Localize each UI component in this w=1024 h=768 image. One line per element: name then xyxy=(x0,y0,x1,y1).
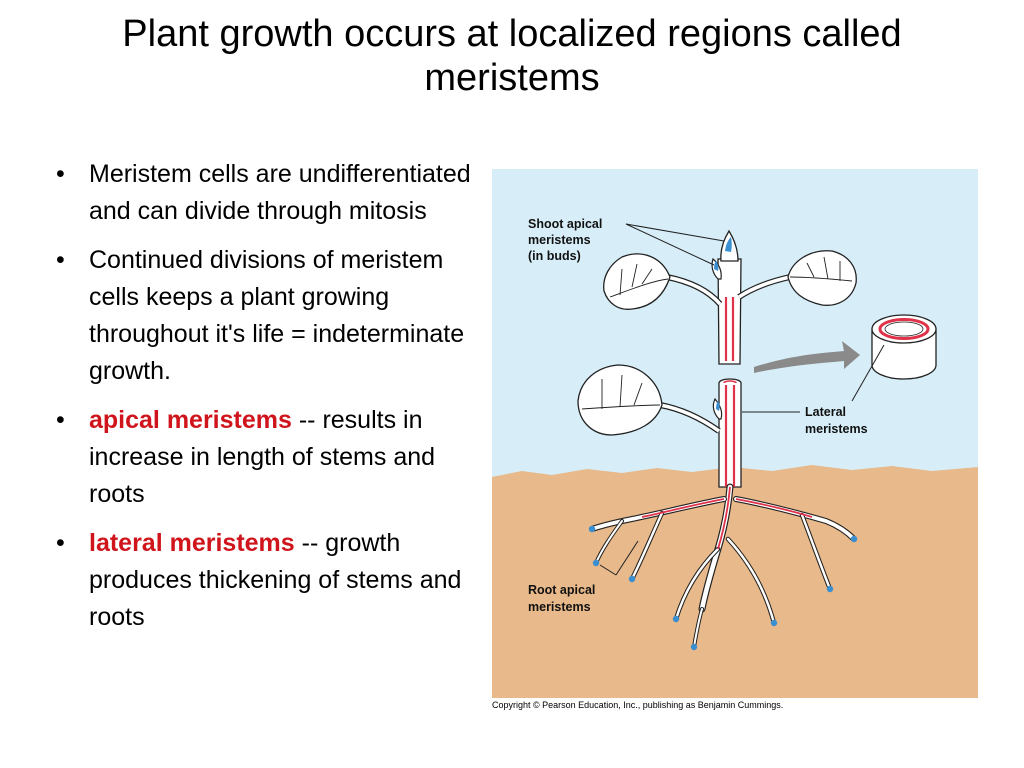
label-shoot-apical-line3: (in buds) xyxy=(528,249,581,263)
bullet-item: • Meristem cells are undifferentiated and… xyxy=(56,156,490,230)
bullet-term: apical meristems xyxy=(89,406,292,434)
bullet-text: Meristem cells are undifferentiated and … xyxy=(89,160,471,225)
bullet-text: -- growth produces thickening of stems a… xyxy=(89,529,462,631)
root-apical-leader-lines xyxy=(599,540,639,576)
upper-right-leaf-vein xyxy=(789,256,853,282)
bullet-dot: • xyxy=(56,160,65,188)
root-apical-meristem-tips xyxy=(588,525,858,651)
upper-left-leaf-vein xyxy=(609,263,669,298)
label-root-apical-line2: meristems xyxy=(528,600,591,614)
magnify-arrow xyxy=(754,341,860,373)
shoot-apical-leader-lines xyxy=(625,223,725,266)
slide-title: Plant growth occurs at localized regions… xyxy=(122,13,902,99)
bullet-dot: • xyxy=(56,529,65,557)
bullet-text: Continued divisions of meristem cells ke… xyxy=(89,246,465,385)
bullet-item: • Continued divisions of meristem cells k… xyxy=(56,242,490,390)
bullet-item: • lateral meristems -- growth produces th… xyxy=(56,525,490,636)
upper-left-petiole-fill xyxy=(666,275,722,306)
stem-section-pith xyxy=(884,321,924,337)
stem-section-meristem-ring xyxy=(878,318,930,340)
root-meristem-band xyxy=(641,486,813,550)
plant-meristem-diagram: Shoot apical meristems (in buds) Lateral… xyxy=(492,169,978,698)
label-shoot-apical-line2: meristems xyxy=(528,233,591,247)
upper-right-petiole-fill xyxy=(738,275,791,299)
lower-stem xyxy=(718,383,742,488)
bullet-item: • apical meristems -- results in increase… xyxy=(56,402,490,513)
lower-axillary-bud-tip xyxy=(716,401,720,411)
bullet-term: lateral meristems xyxy=(89,529,295,557)
bullet-dot: • xyxy=(56,246,65,274)
bullet-text: -- results in increase in length of stem… xyxy=(89,406,436,508)
bullet-list: • Meristem cells are undifferentiated and… xyxy=(56,156,490,648)
label-lateral-line2: meristems xyxy=(805,422,868,436)
copyright-notice: Copyright © Pearson Education, Inc., pub… xyxy=(492,700,784,710)
lateral-leader-line-section xyxy=(851,344,885,402)
label-shoot-apical-line1: Shoot apical xyxy=(528,217,602,231)
bullet-dot: • xyxy=(56,406,65,434)
axillary-bud-tip xyxy=(714,261,719,271)
lower-stem-meristem-band xyxy=(724,385,736,487)
lower-left-leaf-vein xyxy=(581,374,661,410)
upper-stem-meristem-band xyxy=(724,297,735,361)
upper-left-leaf xyxy=(603,253,671,310)
label-lateral-line1: Lateral xyxy=(805,405,846,419)
shoot-apical-meristem-tip xyxy=(725,237,732,252)
lower-left-petiole-fill xyxy=(659,403,721,433)
label-root-apical-line1: Root apical xyxy=(528,583,595,597)
